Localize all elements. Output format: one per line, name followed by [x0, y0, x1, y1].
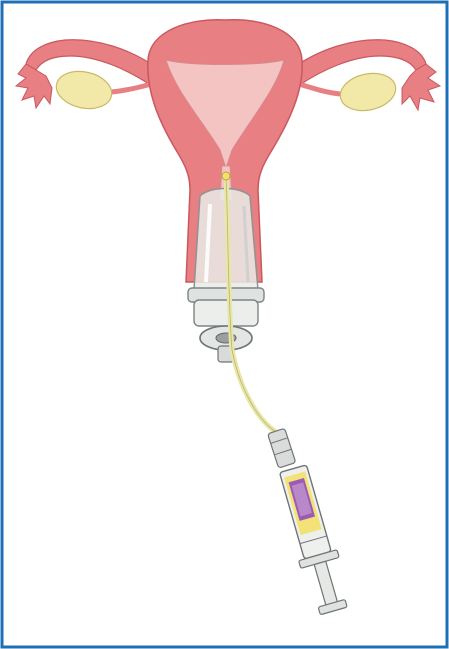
- catheter-tip: [222, 172, 230, 180]
- cap-valve-body: [194, 300, 258, 326]
